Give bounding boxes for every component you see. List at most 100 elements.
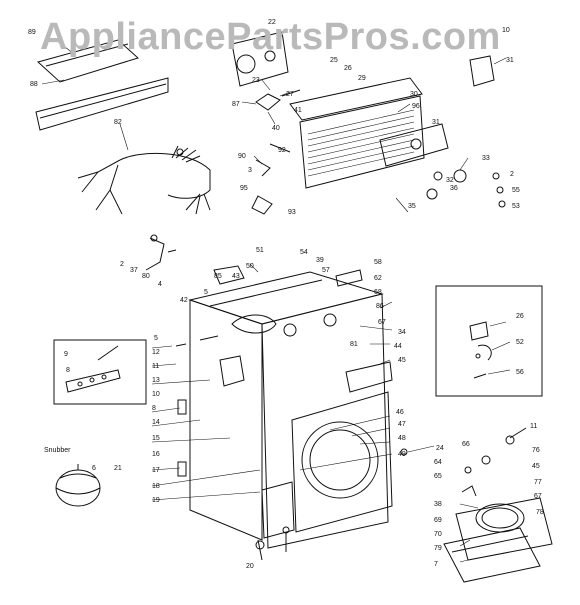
part-label: 13 <box>152 377 160 384</box>
part-label: 31 <box>432 119 440 126</box>
part-label: 46 <box>396 409 404 416</box>
part-label: 2 <box>510 171 514 178</box>
part-label: 88 <box>30 81 38 88</box>
part-label: 24 <box>436 445 444 452</box>
part-label: 45 <box>398 357 406 364</box>
part-label: 93 <box>288 209 296 216</box>
part-label: 4 <box>158 281 162 288</box>
part-label: 21 <box>114 465 122 472</box>
lower-brackets <box>199 335 295 561</box>
part-label: 19 <box>152 497 160 504</box>
part-label: 8 <box>152 405 156 412</box>
part-label: 85 <box>214 273 222 280</box>
part-label: 43 <box>232 273 240 280</box>
part-label: 96 <box>412 103 420 110</box>
part-label: 58 <box>374 259 382 266</box>
part-label: 14 <box>152 419 160 426</box>
part-label: 95 <box>240 185 248 192</box>
part-label: 32 <box>446 177 454 184</box>
part-label: 31 <box>506 57 514 64</box>
part-label: 27 <box>286 91 294 98</box>
part-label: 79 <box>434 545 442 552</box>
part-label: 40 <box>272 125 280 132</box>
part-label: 37 <box>130 267 138 274</box>
side-clips-left <box>175 343 187 477</box>
part-label: 12 <box>152 349 160 356</box>
part-label: 35 <box>408 203 416 210</box>
motor-bracket <box>231 31 301 111</box>
part-label: 30 <box>410 91 418 98</box>
part-label: 22 <box>268 19 276 26</box>
part-label: 50 <box>246 263 254 270</box>
part-label: 89 <box>28 29 36 36</box>
part-label: 34 <box>398 329 406 336</box>
part-label: 33 <box>482 155 490 162</box>
part-label: 57 <box>322 267 330 274</box>
inset-box-left <box>53 339 147 405</box>
part-label: 16 <box>152 451 160 458</box>
part-label: 87 <box>232 101 240 108</box>
part-label: 78 <box>536 509 544 516</box>
part-label: 44 <box>394 343 402 350</box>
part-label: 18 <box>152 483 160 490</box>
part-label: 45 <box>532 463 540 470</box>
part-label: 77 <box>534 479 542 486</box>
part-number-labels: 89 88 82 22 23 25 26 29 27 87 40 30 41 9… <box>28 19 544 570</box>
part-label: 68 <box>374 289 382 296</box>
inset-box-right <box>435 285 543 397</box>
part-label: 82 <box>114 119 122 126</box>
part-label: 26 <box>516 313 524 320</box>
part-label: 54 <box>300 249 308 256</box>
part-label: 81 <box>350 341 358 348</box>
part-label: 10 <box>502 27 510 34</box>
part-label: 67 <box>534 493 542 500</box>
part-label: 48 <box>398 435 406 442</box>
part-label: 53 <box>512 203 520 210</box>
part-label: 29 <box>358 75 366 82</box>
switch-bracket <box>145 234 177 271</box>
part-label: 52 <box>516 339 524 346</box>
part-label: 11 <box>530 423 537 430</box>
part-label: 38 <box>434 501 442 508</box>
part-label: 11 <box>152 363 159 370</box>
part-label: 26 <box>344 65 352 72</box>
watermark: AppliancePartsPros.com <box>40 16 501 58</box>
part-label: 56 <box>516 369 524 376</box>
control-panel-housing <box>289 55 495 200</box>
part-label: 10 <box>152 391 160 398</box>
part-label: 3 <box>248 167 252 174</box>
part-label: 9 <box>64 351 68 358</box>
base-drive-assembly <box>400 427 553 583</box>
part-label: 7 <box>434 561 438 568</box>
part-label: 49 <box>398 451 406 458</box>
part-label: 2 <box>120 261 124 268</box>
part-label: 70 <box>434 531 442 538</box>
part-label: 5 <box>154 335 158 342</box>
part-label: 5 <box>204 289 208 296</box>
part-label: 92 <box>278 147 286 154</box>
part-label: 65 <box>434 473 442 480</box>
part-label: 25 <box>330 57 338 64</box>
part-label: 55 <box>512 187 520 194</box>
part-label: 67 <box>378 319 386 326</box>
drum-front-panel <box>231 313 393 533</box>
part-label: 76 <box>532 447 540 454</box>
part-label: 51 <box>256 247 264 254</box>
part-label: 62 <box>374 275 382 282</box>
small-brackets-left <box>251 143 506 215</box>
part-label: 47 <box>398 421 406 428</box>
cabinet-frame <box>188 265 389 549</box>
part-label: 20 <box>246 563 254 570</box>
snubber <box>55 464 101 507</box>
part-label: 17 <box>152 467 160 474</box>
part-label: 6 <box>92 465 96 472</box>
part-label: 39 <box>316 257 324 264</box>
part-label: 90 <box>238 153 246 160</box>
part-label: 86 <box>376 303 384 310</box>
console-panel-assembly <box>35 39 169 131</box>
leader-lines <box>41 35 511 563</box>
part-label: 23 <box>252 77 260 84</box>
part-label: 80 <box>142 273 150 280</box>
